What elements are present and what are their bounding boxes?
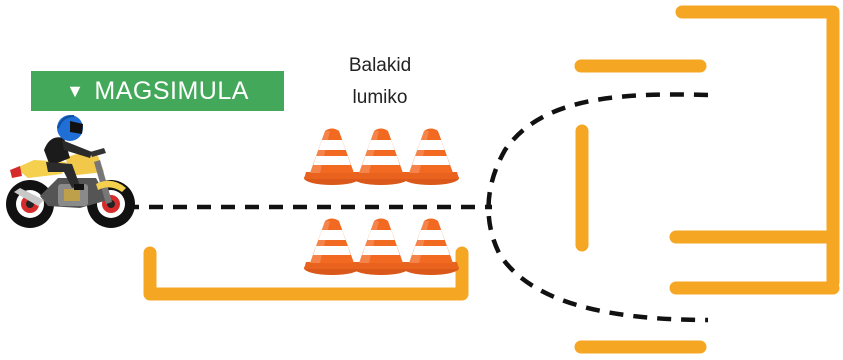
dashed-path	[125, 92, 709, 323]
traffic-cone-icon	[353, 128, 409, 185]
motorcycle-rider-icon	[6, 115, 135, 228]
traffic-cone-icon	[304, 128, 360, 185]
play-triangle-icon: ▼	[66, 81, 85, 101]
path-turn-curve	[486, 92, 709, 323]
instruction-line-2: lumiko	[352, 87, 408, 108]
cone-row-top	[304, 128, 459, 185]
bottom-u-wall	[143, 246, 469, 301]
cone-row-bottom	[304, 218, 459, 275]
start-button-label: MAGSIMULA	[94, 76, 249, 105]
track-walls	[143, 5, 840, 354]
start-button[interactable]: ▼ MAGSIMULA	[31, 71, 284, 111]
traffic-cone-icon	[403, 218, 459, 275]
right-frame-wall	[675, 5, 840, 289]
traffic-cone-icon	[304, 218, 360, 275]
traffic-cone-icon	[403, 128, 459, 185]
turn-instruction-text: Balakid lumiko	[318, 50, 442, 114]
traffic-cone-icon	[353, 218, 409, 275]
instruction-line-1: Balakid	[348, 55, 412, 76]
